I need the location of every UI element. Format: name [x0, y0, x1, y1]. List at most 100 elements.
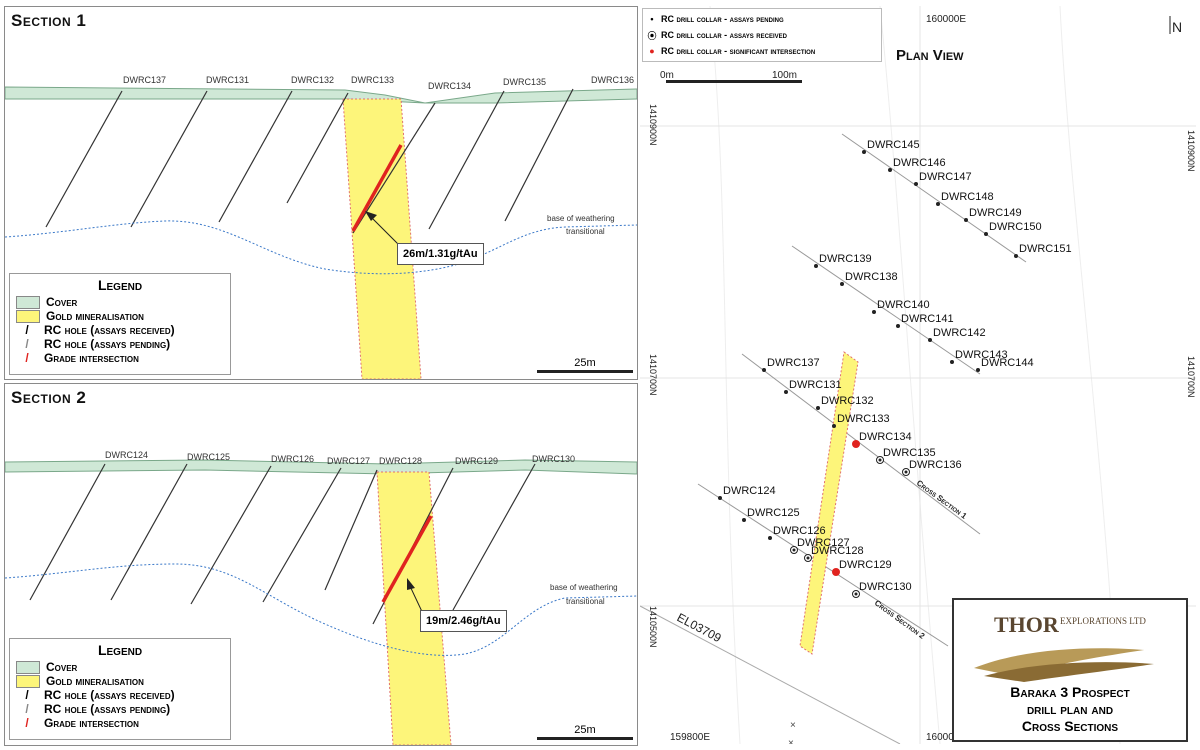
grade-symbol: / — [25, 351, 29, 365]
gold-zone — [376, 471, 452, 745]
drill-hole — [504, 88, 574, 222]
section-title: Section 2 — [11, 388, 87, 407]
drill-hole — [324, 469, 378, 591]
section-1-diagram: DWRC137 DWRC131 DWRC132 DWRC133 DWRC134 … — [5, 75, 637, 379]
drill-collar: DWRC134 — [852, 431, 912, 448]
logo-box: THOR EXPLORATIONS LTD Baraka 3 Prospect … — [952, 598, 1188, 742]
hole-label: DWRC126 — [271, 454, 314, 464]
drill-collar: DWRC130 — [852, 581, 912, 598]
drill-collar: DWRC124 — [718, 485, 776, 500]
rc-received-symbol: / — [25, 323, 29, 337]
legend: Legend Cover Gold mineralisation /RC hol… — [9, 638, 231, 740]
pending-collar-icon — [742, 518, 746, 522]
brand-sub: EXPLORATIONS LTD — [1060, 616, 1146, 626]
northing-label: 1410900N — [1186, 130, 1196, 172]
cover-layer — [5, 86, 637, 104]
hole-label: DWRC134 — [428, 81, 471, 91]
collar-label: DWRC127 — [797, 537, 850, 549]
drill-collar: DWRC131 — [784, 379, 842, 394]
pending-collar-icon — [888, 168, 892, 172]
drill-hole — [286, 92, 349, 204]
drill-collar: DWRC143 — [950, 349, 1008, 364]
weathering-line — [5, 220, 637, 275]
legend-grade: Grade intersection — [44, 351, 139, 365]
scale-bar-line — [537, 737, 633, 740]
legend-cover: Cover — [46, 660, 78, 674]
collar-label: DWRC129 — [839, 559, 892, 571]
legend-cover: Cover — [46, 295, 78, 309]
pending-collar-icon — [814, 264, 818, 268]
legend-grade: Grade intersection — [44, 716, 139, 730]
drill-collar: DWRC129 — [832, 559, 892, 576]
drill-collar: DWRC133 — [832, 413, 890, 428]
legend-title: Legend — [97, 277, 143, 293]
collar-label: DWRC125 — [747, 507, 800, 519]
hole-label: DWRC133 — [351, 75, 394, 85]
hole-label: DWRC128 — [379, 456, 422, 466]
weathering-label: base of weathering — [550, 583, 618, 592]
pending-collar-icon — [768, 536, 772, 540]
scale-label: 25m — [574, 357, 596, 369]
pending-dot-icon: • — [650, 14, 654, 24]
drill-collar: DWRC140 — [872, 299, 930, 314]
hole-label: DWRC132 — [291, 75, 334, 85]
drill-collar: DWRC145 — [862, 139, 920, 154]
grade-symbol: / — [25, 716, 29, 730]
collar-label: DWRC135 — [883, 447, 936, 459]
drill-collar: DWRC151 — [1014, 243, 1072, 258]
drill-hole — [29, 463, 106, 601]
collar-label: DWRC132 — [821, 395, 874, 407]
legend-rc-received: RC hole (assays received) — [44, 323, 175, 337]
pending-collar-icon — [976, 368, 980, 372]
section-title: Section 1 — [11, 11, 87, 30]
intersection-callout: 19m/2.46g/tAu — [420, 610, 507, 632]
drill-hole — [262, 467, 342, 603]
drill-collar: DWRC128 — [804, 545, 864, 562]
pending-collar-icon — [872, 310, 876, 314]
scale-bar-line — [537, 370, 633, 373]
project-title-line: Baraka 3 Prospect — [1010, 684, 1130, 700]
pending-collar-icon — [950, 360, 954, 364]
scale-bar: 25m — [537, 724, 633, 740]
collar-label: DWRC134 — [859, 431, 912, 443]
north-arrow: N — [1172, 19, 1182, 35]
grade-intersection — [351, 144, 403, 232]
hole-label: DWRC131 — [206, 75, 249, 85]
collar-label: DWRC138 — [845, 271, 898, 283]
gold-swatch — [16, 309, 40, 323]
northing-label: 1410700N — [648, 354, 658, 396]
drill-hole — [45, 90, 123, 228]
cross-mark: × — [790, 720, 796, 731]
hole-label: DWRC135 — [503, 77, 546, 87]
collar-label: DWRC136 — [909, 459, 962, 471]
significant-collar-icon — [852, 440, 860, 448]
transitional-label: transitional — [566, 227, 605, 236]
gold-zone — [342, 98, 422, 379]
cross-section-label: Cross Section 1 — [915, 478, 969, 521]
drill-collar: DWRC142 — [928, 327, 986, 342]
arrow-head — [407, 578, 415, 590]
drill-hole — [130, 90, 208, 228]
cover-swatch — [16, 660, 40, 674]
easting-label: 16000 — [926, 732, 954, 743]
legend-rc-received: RC hole (assays received) — [44, 688, 175, 702]
section-1-panel: DWRC137 DWRC131 DWRC132 DWRC133 DWRC134 … — [4, 6, 638, 380]
significant-dot-icon: ● — [649, 46, 655, 56]
drill-collar: DWRC135 — [876, 447, 936, 464]
scale-bar: 25m — [537, 357, 633, 373]
collar-label: DWRC145 — [867, 139, 920, 151]
drill-collar: DWRC144 — [976, 357, 1034, 372]
collar-label: DWRC128 — [811, 545, 864, 557]
pending-collar-icon — [936, 202, 940, 206]
weathering-label: base of weathering — [547, 214, 615, 223]
scale-label: 0m — [660, 70, 674, 81]
cross-mark: × — [788, 738, 794, 744]
pending-collar-icon — [784, 390, 788, 394]
drill-hole — [218, 90, 293, 223]
brand-wing-icon — [974, 648, 1154, 682]
scale-label: 25m — [574, 724, 596, 736]
legend-title: Legend — [97, 642, 143, 658]
cover-swatch — [16, 295, 40, 309]
collar-label: DWRC151 — [1019, 243, 1072, 255]
hole-label: DWRC125 — [187, 452, 230, 462]
